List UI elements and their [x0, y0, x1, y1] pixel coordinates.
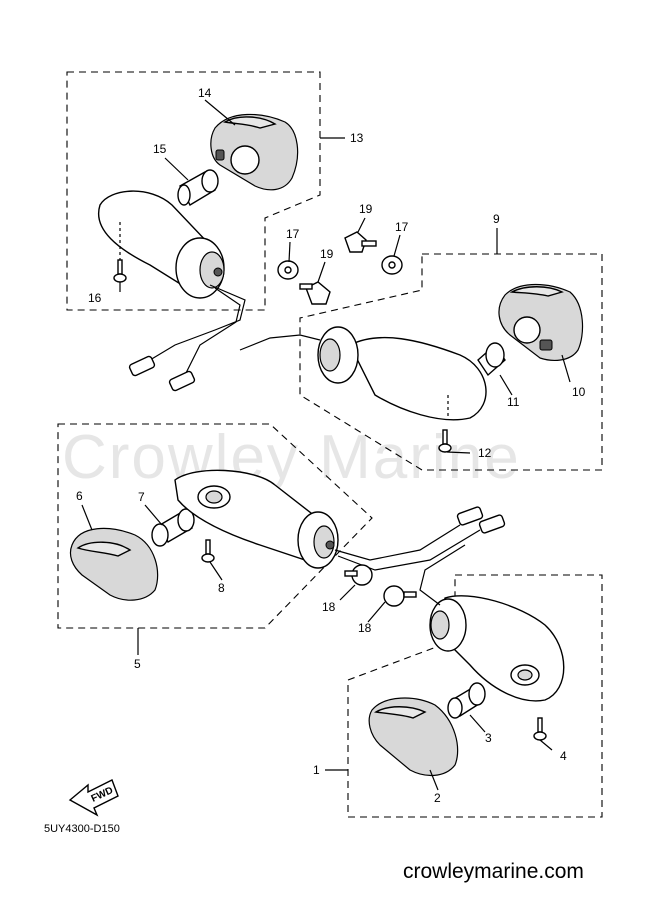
site-url: crowleymarine.com — [403, 860, 584, 883]
bolt-part-19b — [344, 231, 377, 253]
callout-9: 9 — [493, 212, 500, 226]
connector-5b — [478, 514, 506, 534]
callout-15: 15 — [153, 142, 167, 156]
callout-14: 14 — [198, 86, 212, 100]
bolt-part-19a — [299, 281, 331, 305]
wire-13b — [184, 287, 241, 376]
callout-1: 1 — [313, 763, 320, 777]
callout-19-right: 19 — [359, 202, 373, 216]
callout-7: 7 — [138, 490, 145, 504]
assembly-5-group — [57, 423, 506, 629]
callout-17-right: 17 — [395, 220, 409, 234]
washer-part-17a — [277, 260, 299, 280]
assembly-13-border — [66, 71, 321, 311]
callout-6: 6 — [76, 489, 83, 503]
signal-housing-9 — [317, 326, 487, 421]
lens-part-6 — [69, 527, 159, 601]
bolt-part-18b — [383, 585, 417, 607]
callout-19-left: 19 — [320, 247, 334, 261]
callout-5: 5 — [134, 657, 141, 671]
callout-12: 12 — [478, 446, 492, 460]
bulb-part-7 — [151, 508, 195, 547]
assembly-13-group — [66, 71, 321, 392]
screw-part-8 — [201, 539, 215, 563]
wire-1 — [419, 544, 466, 606]
signal-housing-13 — [97, 190, 225, 299]
diagram-code: 5UY4300-D150 — [44, 823, 120, 835]
watermark-text: Crowley Marine — [62, 423, 521, 492]
callout-18-right: 18 — [358, 621, 372, 635]
fwd-arrow-icon: FWD — [68, 779, 119, 817]
callout-17-left: 17 — [286, 227, 300, 241]
wire-5a — [334, 524, 461, 561]
callout-2: 2 — [434, 791, 441, 805]
washer-part-17b — [381, 255, 403, 275]
screw-part-16 — [113, 259, 127, 283]
screw-part-12 — [438, 429, 452, 453]
wire-13a — [149, 284, 246, 361]
callout-11: 11 — [507, 395, 520, 409]
assembly-9-group — [239, 253, 603, 471]
lens-part-14 — [210, 113, 299, 191]
callout-16: 16 — [88, 291, 102, 305]
lens-part-10 — [498, 284, 584, 361]
lens-part-2 — [368, 697, 459, 776]
assembly-5-border — [57, 423, 373, 629]
assembly-9-border — [299, 253, 603, 471]
wire-5b — [337, 529, 481, 571]
wire-9 — [239, 334, 321, 351]
callout-18-left: 18 — [322, 600, 336, 614]
signal-housing-1 — [429, 595, 565, 702]
signal-housing-5 — [174, 469, 339, 569]
callouts: 14 15 13 16 17 19 19 17 9 10 11 12 6 7 8… — [76, 86, 586, 805]
connector-5a — [456, 506, 484, 526]
callout-13: 13 — [350, 131, 364, 145]
callout-4: 4 — [560, 749, 567, 763]
assembly-1-group — [347, 544, 603, 818]
bulb-part-11 — [477, 342, 506, 377]
screw-part-4 — [533, 717, 547, 741]
bulb-part-3 — [447, 682, 486, 719]
callout-8: 8 — [218, 581, 225, 595]
leader-lines — [81, 99, 571, 791]
bolt-part-18a — [344, 564, 373, 586]
connector-13a — [128, 355, 156, 377]
callout-3: 3 — [485, 731, 492, 745]
bulb-part-15 — [177, 169, 219, 206]
callout-10: 10 — [572, 385, 586, 399]
connector-13b — [168, 370, 196, 392]
